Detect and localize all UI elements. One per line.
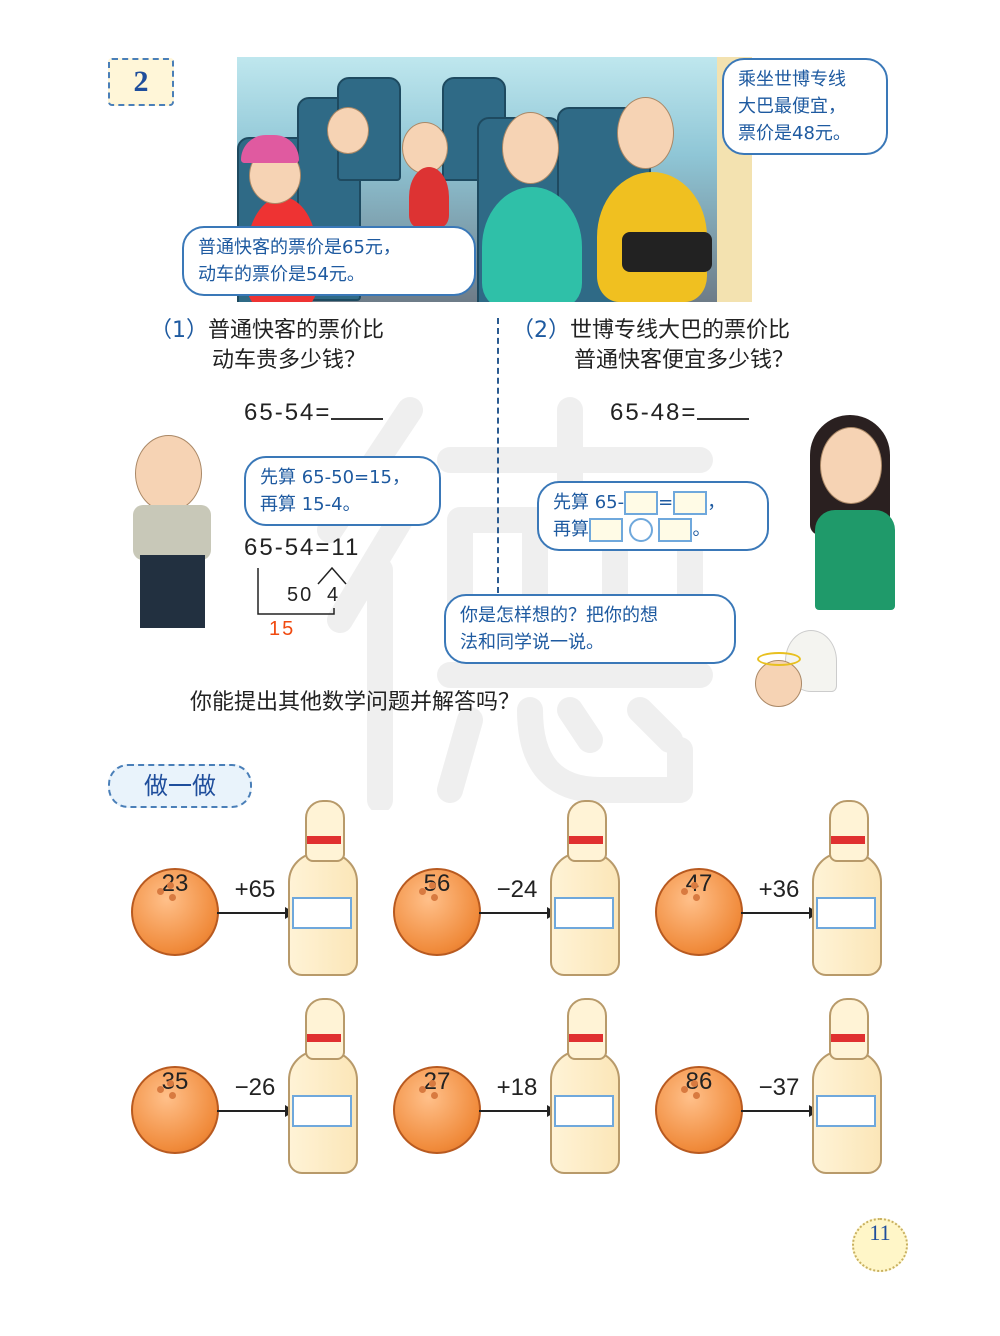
bubble-line: 你是怎样想的？把你的想	[460, 605, 658, 626]
arrow-icon	[479, 907, 557, 919]
equation-text: 65-54=	[244, 399, 332, 426]
speech-bubble-train-prices: 普通快客的票价是65元， 动车的票价是54元。	[182, 226, 476, 296]
start-number: 56	[423, 870, 451, 897]
answer-blank[interactable]	[331, 398, 384, 420]
operator-circle[interactable]	[628, 518, 653, 542]
answer-blank[interactable]	[697, 398, 750, 420]
start-number: 23	[161, 870, 189, 897]
start-number: 35	[161, 1068, 189, 1095]
fill-box[interactable]	[589, 518, 623, 542]
bowling-ball: 86	[655, 1066, 743, 1154]
operation-label: +36	[758, 876, 800, 903]
bowling-pin	[550, 800, 620, 976]
answer-box[interactable]	[554, 897, 614, 929]
bubble-line: 动车的票价是54元。	[198, 264, 365, 285]
extra-question: 你能提出其他数学问题并解答吗？	[190, 690, 521, 715]
equation-1: 65-54=	[244, 398, 384, 427]
question-number: （2）	[512, 318, 570, 343]
bubble-text: 先算 65-	[553, 492, 625, 513]
question-2: （2）世博专线大巴的票价比 普通快客便宜多少钱？	[512, 316, 794, 376]
divider	[497, 318, 499, 603]
hint-bubble-boy: 先算 65-50=15， 再算 15-4。	[244, 456, 441, 526]
fill-box[interactable]	[673, 491, 708, 515]
arrow-icon	[217, 907, 295, 919]
bubble-line: 票价是48元。	[738, 123, 851, 144]
arrow-icon	[741, 907, 819, 919]
decomposition-lines	[257, 566, 347, 615]
bubble-text: 再算	[553, 519, 589, 540]
equation-text: 65-48=	[610, 399, 698, 426]
bubble-line: 乘坐世博专线	[738, 69, 846, 90]
bubble-line: 法和同学说一说。	[460, 632, 604, 653]
boy-illustration	[125, 435, 215, 628]
bowling-ball: 35	[131, 1066, 219, 1154]
answer-box[interactable]	[816, 1095, 876, 1127]
worked-equation: 65-54=11	[244, 534, 361, 561]
bowling-ball: 23	[131, 868, 219, 956]
question-text: 世博专线大巴的票价比	[570, 318, 791, 343]
operation-label: −37	[758, 1074, 800, 1101]
fill-box[interactable]	[624, 491, 659, 515]
operation-label: −26	[234, 1074, 276, 1101]
bowling-pin	[812, 800, 882, 976]
bowling-pin	[550, 998, 620, 1174]
page-number: 11	[852, 1218, 908, 1272]
answer-box[interactable]	[292, 897, 352, 929]
question-text: 普通快客便宜多少钱？	[574, 348, 795, 373]
question-text: 动车贵多少钱？	[212, 348, 367, 373]
question-text: 普通快客的票价比	[208, 318, 385, 343]
arrow-icon	[741, 1105, 819, 1117]
operation-label: +65	[234, 876, 276, 903]
bubble-line: 先算 65-50=15，	[260, 467, 411, 488]
answer-box[interactable]	[554, 1095, 614, 1127]
bubble-line: 普通快客的票价是65元，	[198, 237, 401, 258]
bubble-line: 大巴最便宜，	[738, 96, 846, 117]
arrow-icon	[479, 1105, 557, 1117]
bowling-ball: 27	[393, 1066, 481, 1154]
bubble-line: 再算 15-4。	[260, 494, 361, 515]
bowling-pin	[288, 800, 358, 976]
answer-box[interactable]	[292, 1095, 352, 1127]
bowling-pin	[288, 998, 358, 1174]
bowling-ball: 47	[655, 868, 743, 956]
operation-label: −24	[496, 876, 538, 903]
split-50: 50	[287, 584, 314, 606]
bubble-text: 。	[692, 519, 711, 540]
bowling-ball: 56	[393, 868, 481, 956]
bubble-text: =	[658, 492, 674, 513]
bubble-text: ，	[707, 492, 726, 513]
operation-label: +18	[496, 1074, 538, 1101]
fill-box[interactable]	[658, 518, 693, 542]
start-number: 27	[423, 1068, 451, 1095]
arrow-icon	[217, 1105, 295, 1117]
split-4: 4	[327, 584, 341, 606]
practice-section-title: 做一做	[108, 764, 252, 808]
question-1: （1）普通快客的票价比 动车贵多少钱？	[150, 316, 384, 376]
partial-result: 15	[269, 618, 296, 640]
angel-bubble: 你是怎样想的？把你的想 法和同学说一说。	[444, 594, 736, 664]
speech-bubble-bus-price: 乘坐世博专线 大巴最便宜， 票价是48元。	[722, 58, 888, 155]
start-number: 86	[685, 1068, 713, 1095]
girl-illustration	[805, 415, 900, 610]
example-number-badge: 2	[108, 58, 174, 106]
bowling-pin	[812, 998, 882, 1174]
angel-illustration	[745, 630, 845, 720]
answer-box[interactable]	[816, 897, 876, 929]
equation-2: 65-48=	[610, 398, 750, 427]
start-number: 47	[685, 870, 713, 897]
question-number: （1）	[150, 318, 208, 343]
hint-bubble-girl: 先算 65- = ， 再算 。	[537, 481, 769, 551]
